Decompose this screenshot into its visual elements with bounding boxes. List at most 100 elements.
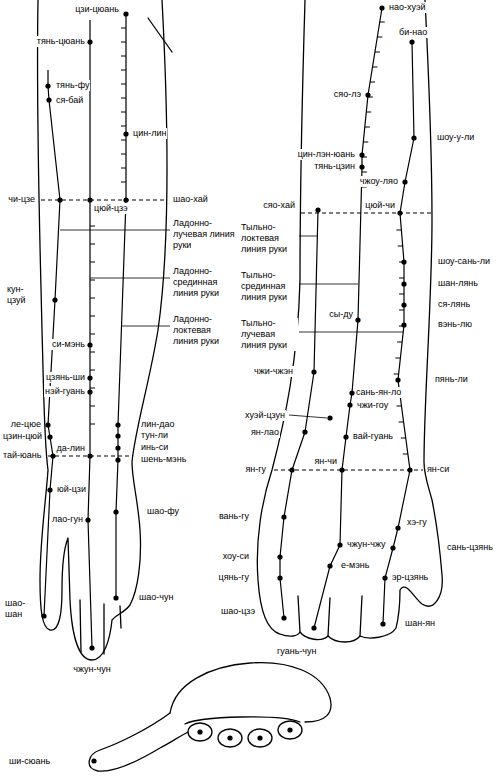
scale-tick: [90, 388, 95, 389]
point-label: чи-цзе: [7, 194, 36, 205]
acupoint-dot: [401, 259, 406, 264]
shoulder-line: [148, 18, 172, 52]
acupoint-dot: [227, 735, 232, 740]
line-name-label: Ладонно-лучевая линия руки: [172, 218, 236, 251]
acupoint-dot: [347, 402, 352, 407]
point-label: ле-цюе: [10, 419, 42, 430]
acupoint-dot: [123, 11, 128, 16]
scale-tick: [121, 98, 126, 99]
acupoint-dot: [52, 297, 57, 302]
scale-tick: [121, 112, 126, 113]
point-label: си-мэнь: [51, 339, 86, 350]
acupoint-dot: [311, 369, 316, 374]
acupoint-dot: [380, 621, 385, 626]
point-label: ся-лянь: [437, 299, 471, 310]
point-label: е-мэнь: [340, 560, 370, 571]
elbow-crease-line: [301, 213, 431, 214]
point-label: шао-чун: [138, 592, 174, 603]
scale-tick: [121, 126, 126, 127]
acupoint-dot: [89, 645, 94, 650]
point-label: ся-бай: [55, 95, 84, 106]
scale-tick: [362, 172, 367, 173]
point-label: цюй-чи: [364, 200, 396, 211]
point-label: вань-гу: [218, 511, 250, 522]
acupoint-dot: [115, 445, 120, 450]
point-label: цзянь-ши: [45, 372, 86, 383]
scale-tick: [121, 182, 126, 183]
point-label: чжи-гоу: [356, 400, 389, 411]
point-label: шао-цзэ: [220, 606, 256, 617]
acupoint-dot: [395, 525, 400, 530]
acupoint-dot: [46, 97, 51, 102]
scale-tick: [365, 127, 370, 128]
acupoint-dot: [327, 563, 332, 568]
acupoint-dot: [50, 453, 55, 458]
scale-tick: [366, 112, 371, 113]
acupoint-dot: [115, 422, 120, 427]
acupoint-dot: [382, 575, 387, 580]
hand-outline: [170, 663, 331, 722]
point-label: тянь-цюань: [36, 36, 86, 47]
acupoint-dot: [409, 39, 414, 44]
point-label: цюй-цзэ: [93, 203, 129, 214]
scale-tick: [395, 358, 400, 359]
line-name-label: шао-шан: [4, 598, 34, 620]
acupoint-dot: [365, 92, 370, 97]
scale-tick: [121, 56, 126, 57]
acupoint-dot: [359, 164, 364, 169]
point-label: цин-лин: [132, 128, 167, 139]
acupoint-dot: [85, 517, 90, 522]
scale-tick: [401, 438, 406, 439]
point-label: лао-гун: [51, 514, 84, 525]
acupoint-dot: [315, 207, 320, 212]
acupoint-dot: [343, 434, 348, 439]
point-label: чжун-чжу: [346, 539, 387, 550]
scale-tick: [90, 370, 95, 371]
scale-tick: [377, 37, 382, 38]
acupoint-dot: [402, 179, 407, 184]
point-label: чжун-чун: [72, 664, 111, 675]
leader-line: [122, 326, 170, 327]
acupoint-dot: [115, 433, 120, 438]
scale-tick: [396, 406, 401, 407]
acupoint-dot: [390, 545, 395, 550]
point-label: шень-мэнь: [140, 454, 187, 465]
point-label: хэ-гу: [406, 517, 428, 528]
scale-tick: [121, 70, 126, 71]
acupoint-dot: [87, 375, 92, 380]
acupoint-dot: [397, 210, 402, 215]
acupoint-dot: [401, 281, 406, 286]
scale-tick: [397, 342, 402, 343]
scale-tick: [399, 278, 404, 279]
scale-tick: [399, 310, 404, 311]
fingertip: [218, 729, 242, 747]
point-label: инь-си: [140, 442, 169, 453]
point-label: юй-цзи: [56, 484, 87, 495]
acupoint-dot: [87, 197, 92, 202]
point-label: ши-сюань: [8, 756, 51, 767]
acupoint-dot: [113, 509, 118, 514]
scale-tick: [121, 168, 126, 169]
scale-tick: [90, 226, 95, 227]
acupoint-dot: [327, 415, 332, 420]
fingertip: [278, 721, 302, 739]
hand-figure: [89, 663, 331, 772]
point-label: шоу-у-ли: [436, 132, 475, 143]
scale-tick: [90, 244, 95, 245]
point-label: ян-лао: [250, 427, 280, 438]
scale-tick: [394, 374, 399, 375]
acupoint-dot: [87, 39, 92, 44]
acupoint-dot: [281, 615, 286, 620]
acupoint-dot: [395, 377, 400, 382]
point-label: чжи-чжэн: [253, 366, 294, 377]
point-label: сяо-лэ: [333, 89, 362, 100]
acupoint-dot: [379, 5, 384, 10]
acupoint-dot: [277, 575, 282, 580]
scale-tick: [370, 82, 375, 83]
acupoint-dot: [277, 554, 282, 559]
scale-tick: [380, 22, 385, 23]
point-label: сы-ду: [328, 309, 354, 320]
acupoint-dot: [401, 322, 406, 327]
acupoint-dot: [41, 613, 46, 618]
